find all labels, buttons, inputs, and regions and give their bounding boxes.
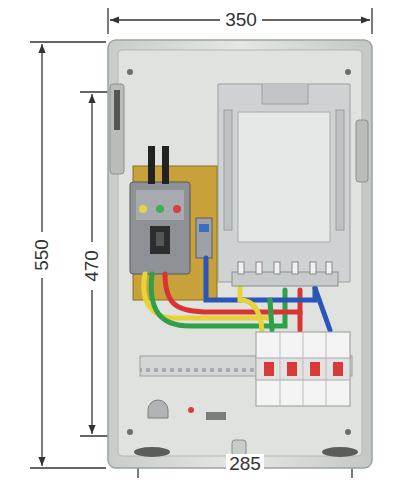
dimension-label: 550: [32, 236, 52, 274]
dimension-label: 285: [226, 454, 264, 474]
dimension-lines: [30, 8, 372, 478]
dimension-label: 470: [82, 247, 102, 285]
dimension-label: 350: [222, 10, 260, 30]
